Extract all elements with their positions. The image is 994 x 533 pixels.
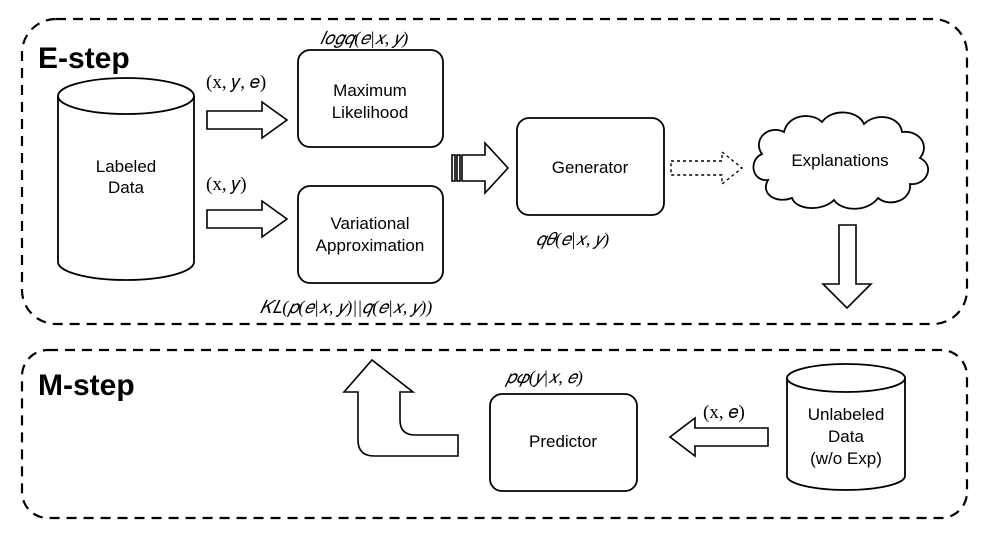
max-likelihood-label-line2: Likelihood: [332, 103, 409, 122]
variational-box: [297, 185, 444, 284]
predictor-label: Predictor: [529, 432, 597, 451]
explanations-cloud: Explanations: [752, 111, 929, 210]
kl-label: 𝐾𝐿(𝑝(𝑒|𝑥, 𝑦)||𝑞(𝑒|𝑥, 𝑦)): [260, 297, 432, 318]
variational-label-line2: Approximation: [316, 236, 425, 255]
dotted-arrow-to-explanations: [670, 150, 744, 186]
labeled-data-label-line1: Labeled: [96, 157, 157, 176]
arrow-to-variational: [206, 199, 289, 239]
arrow-to-predictor: [668, 416, 769, 458]
m-step-frame: [20, 348, 969, 520]
arrow-down-from-explanations: [821, 224, 873, 310]
unlabeled-data-label-line2: Data: [828, 427, 864, 446]
labeled-data-label-line2: Data: [108, 178, 144, 197]
unlabeled-data-cylinder: Unlabeled Data (w/o Exp): [786, 363, 906, 491]
arrow-to-max-likelihood: [206, 100, 289, 140]
labeled-data-cylinder: Labeled Data: [57, 77, 195, 281]
uturn-arrow: [342, 358, 459, 457]
unlabeled-data-label-line1: Unlabeled: [808, 405, 885, 424]
generator-label: Generator: [552, 158, 629, 177]
explanations-label: Explanations: [791, 151, 888, 170]
unlabeled-data-label-line3: (w/o Exp): [810, 449, 882, 468]
m-step-title: M-step: [38, 369, 135, 402]
arrow-to-generator: [451, 140, 510, 196]
tuple-x-y-e: (x, 𝑦, 𝑒): [206, 72, 266, 93]
tuple-x-y: (x, 𝑦): [206, 174, 247, 195]
generator-box: [516, 117, 665, 216]
q-theta-label: 𝑞𝜃(𝑒|𝑥, 𝑦): [536, 229, 609, 250]
max-likelihood-box: [297, 49, 444, 148]
max-likelihood-label-line1: Maximum: [333, 81, 407, 100]
e-step-title: E-step: [38, 42, 130, 75]
log-q-label: 𝑙𝑜𝑔𝑞(𝑒|𝑥, 𝑦): [320, 28, 408, 49]
e-step-frame: [20, 17, 969, 326]
tuple-x-e: (x, 𝑒): [703, 402, 745, 423]
p-phi-label: 𝑝𝜑(𝑦|𝑥, 𝑒): [504, 367, 583, 388]
variational-label-line1: Variational: [330, 214, 409, 233]
predictor-box: [489, 393, 638, 492]
